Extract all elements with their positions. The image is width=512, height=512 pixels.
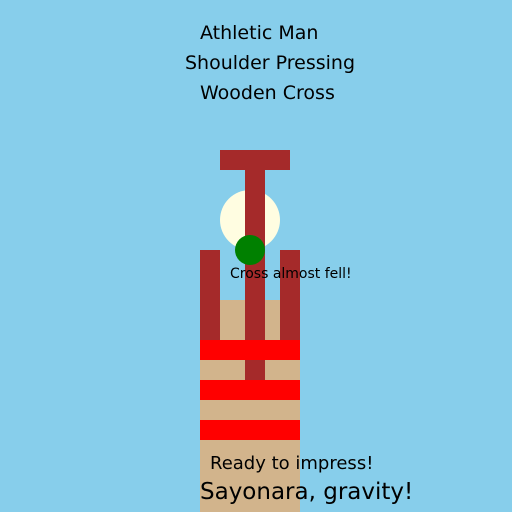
- left-arm: [200, 250, 220, 350]
- title-line-1: Athletic Man: [200, 22, 319, 44]
- right-arm: [280, 250, 300, 350]
- sayonara-text: Sayonara, gravity!: [200, 479, 414, 505]
- green-ball: [235, 235, 265, 265]
- shirt-stripe-2: [200, 380, 300, 400]
- cross-warning-text: Cross almost fell!: [230, 266, 352, 282]
- shirt-stripe-3: [200, 420, 300, 440]
- title-line-2: Shoulder Pressing: [185, 52, 356, 74]
- title-line-3: Wooden Cross: [200, 82, 335, 104]
- wooden-cross-vertical-beam: [245, 150, 265, 380]
- wooden-cross-horizontal-beam: [220, 150, 290, 170]
- shirt-stripe-1: [200, 340, 300, 360]
- ready-text: Ready to impress!: [210, 453, 374, 474]
